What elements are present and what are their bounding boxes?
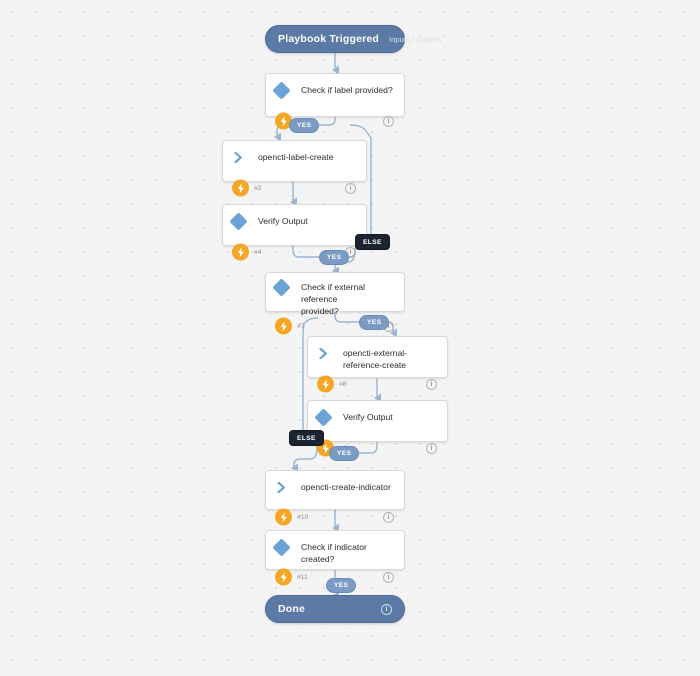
branch-label: YES xyxy=(297,122,312,129)
node-title: Check if indicator created? xyxy=(301,542,367,564)
node-opencti-external-reference-create[interactable]: opencti-external-reference-create #8 i xyxy=(307,336,448,393)
done-node[interactable]: Done i xyxy=(265,595,405,623)
chevron-right-icon xyxy=(232,151,245,164)
chevron-right-icon xyxy=(275,481,288,494)
bolt-icon xyxy=(317,375,334,393)
node-title: opencti-create-indicator xyxy=(301,482,391,492)
playbook-triggered-node[interactable]: Playbook Triggered Inputs / Outputs xyxy=(265,25,442,53)
bolt-icon xyxy=(275,112,292,130)
branch-badge-yes[interactable]: YES xyxy=(319,250,350,265)
diamond-icon xyxy=(314,408,333,427)
node-number: #8 xyxy=(339,380,347,388)
info-icon[interactable]: i xyxy=(426,378,437,390)
inputs-outputs-badge[interactable]: Inputs / Outputs xyxy=(389,34,442,44)
branch-label: YES xyxy=(367,319,382,326)
node-title: Verify Output xyxy=(258,216,308,226)
info-icon[interactable]: i xyxy=(426,442,437,454)
node-title: Check if external reference provided? xyxy=(301,282,366,316)
info-icon[interactable]: i xyxy=(345,182,356,194)
card-header: opencti-create-indicator xyxy=(266,471,404,506)
card-header: Check if external reference provided? xyxy=(266,273,404,317)
playbook-triggered-label: Playbook Triggered xyxy=(278,33,380,45)
node-check-if-external-reference-provided[interactable]: Check if external reference provided? #7… xyxy=(265,272,405,335)
node-number: #10 xyxy=(297,513,309,521)
card-footer: #8 i xyxy=(308,372,447,396)
branch-label: YES xyxy=(327,254,342,261)
bolt-icon xyxy=(275,568,292,586)
info-icon[interactable]: i xyxy=(383,115,394,127)
branch-badge-yes[interactable]: YES xyxy=(326,578,357,593)
bolt-icon xyxy=(232,179,249,197)
node-verify-output-9[interactable]: Verify Output #9 i xyxy=(307,400,448,457)
diamond-icon xyxy=(229,212,248,231)
card-header: Verify Output xyxy=(308,401,447,436)
node-number: #11 xyxy=(297,573,308,581)
node-title: Check if label provided? xyxy=(301,85,393,95)
card-header: Check if label provided? xyxy=(266,74,404,109)
bolt-icon xyxy=(275,508,292,526)
card-footer: #11 i xyxy=(266,566,404,588)
node-opencti-label-create[interactable]: opencti-label-create #2 i xyxy=(222,140,367,197)
node-number: #2 xyxy=(254,184,262,192)
node-title: Verify Output xyxy=(343,412,393,422)
branch-label: ELSE xyxy=(363,238,382,246)
node-opencti-create-indicator[interactable]: opencti-create-indicator #10 i xyxy=(265,470,405,526)
diamond-icon xyxy=(272,81,291,100)
branch-badge-else[interactable]: ELSE xyxy=(289,430,324,446)
info-icon[interactable]: i xyxy=(383,571,394,583)
card-header: Verify Output xyxy=(223,205,366,240)
diamond-icon xyxy=(272,278,291,297)
bolt-icon xyxy=(232,243,249,261)
node-title: opencti-external-reference-create xyxy=(343,348,408,370)
diamond-icon xyxy=(272,538,291,557)
info-icon[interactable]: i xyxy=(383,511,394,523)
done-label: Done xyxy=(278,603,306,615)
chevron-right-icon xyxy=(317,347,330,360)
card-footer: #10 i xyxy=(266,506,404,528)
card-header: Check if indicator created? xyxy=(266,531,404,566)
branch-badge-yes[interactable]: YES xyxy=(289,118,320,133)
info-icon[interactable]: i xyxy=(381,603,392,615)
card-footer: #1 i xyxy=(266,109,404,133)
bolt-icon xyxy=(275,317,292,335)
node-check-if-label-provided[interactable]: Check if label provided? #1 i xyxy=(265,73,405,130)
branch-label: YES xyxy=(334,582,349,589)
node-check-if-indicator-created[interactable]: Check if indicator created? #11 i xyxy=(265,530,405,586)
node-number: #7 xyxy=(297,322,305,330)
branch-badge-else[interactable]: ELSE xyxy=(355,234,390,250)
branch-badge-yes[interactable]: YES xyxy=(359,315,390,330)
branch-label: YES xyxy=(337,450,352,457)
card-header: opencti-label-create xyxy=(223,141,366,176)
card-footer: #2 i xyxy=(223,176,366,200)
card-header: opencti-external-reference-create xyxy=(308,337,447,372)
branch-label: ELSE xyxy=(297,434,316,442)
node-number: #4 xyxy=(254,248,262,256)
node-verify-output-4[interactable]: Verify Output #4 i xyxy=(222,204,367,261)
card-footer: #4 i xyxy=(223,240,366,264)
node-title: opencti-label-create xyxy=(258,152,334,162)
branch-badge-yes[interactable]: YES xyxy=(329,446,360,461)
